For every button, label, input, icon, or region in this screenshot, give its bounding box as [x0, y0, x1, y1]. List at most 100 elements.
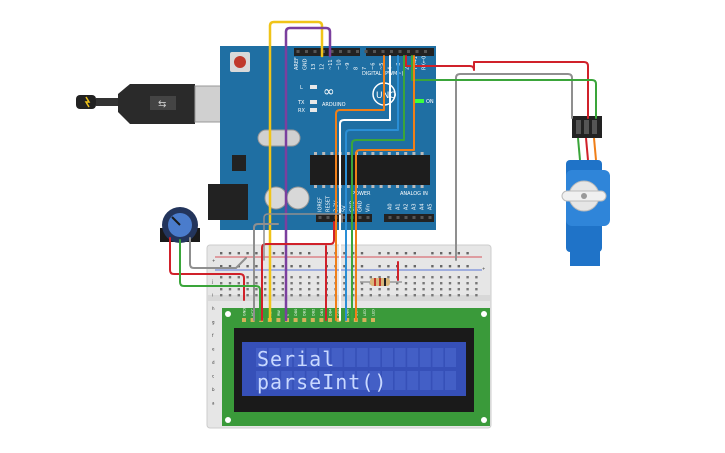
top-pin-label: RX←0 — [422, 56, 428, 70]
analog-label: ANALOG IN — [400, 191, 428, 197]
lcd-line-1: Serial — [257, 347, 335, 371]
wire-gray-servo — [455, 73, 573, 261]
lcd-pin[interactable] — [242, 318, 246, 322]
potentiometer[interactable] — [160, 207, 200, 243]
row-letter: f — [212, 333, 214, 338]
top-pin-label: 8 — [354, 67, 360, 70]
on-label: ON — [426, 99, 434, 105]
svg-text:RX: RX — [298, 108, 305, 114]
lcd-pin-label: GND — [243, 308, 247, 316]
lcd-pin[interactable] — [250, 318, 255, 322]
microcontroller-chip — [310, 155, 430, 185]
lcd-pin[interactable] — [345, 318, 350, 322]
led-tx — [310, 100, 317, 104]
row-letter: h — [212, 306, 215, 311]
wires — [169, 20, 597, 322]
wire-green-lcd — [351, 55, 405, 321]
row-letter: d — [212, 360, 215, 365]
power-label: POWER — [352, 191, 371, 197]
row-letter: b — [212, 387, 215, 392]
lcd-pin[interactable] — [276, 318, 281, 322]
digital-label: DIGITAL (PWM~) — [362, 71, 404, 77]
wire-orange-1 — [335, 55, 385, 321]
row-letter: j — [211, 279, 213, 284]
wire-yellow — [268, 20, 324, 322]
svg-text:+: + — [212, 258, 215, 263]
lcd-pin-label: DB6 — [346, 309, 350, 316]
lcd-pin-label: DB1 — [303, 309, 307, 316]
analog-pin-label: A5 — [428, 203, 434, 210]
svg-text:TX: TX — [297, 100, 305, 106]
wire-red-pot — [169, 237, 245, 301]
top-pin-label: GND — [303, 58, 309, 70]
lcd-pin-label: DB0 — [294, 309, 298, 316]
analog-header — [384, 214, 434, 222]
wire-white-1 — [339, 55, 391, 321]
top-pin-label: ~11 — [328, 59, 334, 70]
lcd-pin[interactable] — [362, 318, 367, 322]
capacitor-1 — [264, 186, 288, 210]
brand-label: ARDUINO — [322, 102, 346, 108]
svg-text:⇆: ⇆ — [158, 99, 166, 110]
resistor[interactable] — [360, 278, 402, 286]
wire-gray-lcd — [253, 223, 279, 321]
lcd-pin[interactable] — [310, 318, 315, 322]
lcd-pin[interactable] — [336, 318, 341, 322]
top-pin-label: 7 — [362, 67, 368, 70]
digital-header-left — [294, 48, 360, 56]
wire-gray-pot — [189, 237, 247, 269]
lcd-pin-label: LED — [363, 309, 367, 316]
top-pin-label: ~6 — [371, 63, 377, 70]
top-pin-label: TX→1 — [413, 56, 419, 71]
analog-pin-label: A0 — [388, 203, 394, 210]
top-pin-label: ~5 — [379, 63, 385, 70]
crystal — [257, 129, 301, 147]
lcd-pin[interactable] — [319, 318, 324, 322]
capacitor-2 — [286, 186, 310, 210]
lcd-pin-label: DB3 — [320, 309, 324, 316]
top-pin-label: 13 — [311, 64, 317, 70]
row-letter: g — [212, 320, 215, 325]
row-letter: a — [212, 401, 215, 406]
lcd-pin[interactable] — [293, 318, 298, 322]
wire-red-servo — [405, 55, 589, 119]
top-pin-label: ~9 — [345, 63, 351, 70]
lcd-pin[interactable] — [302, 318, 307, 322]
wire-blue — [345, 55, 399, 321]
lcd-pin-label: DB4 — [329, 308, 333, 316]
lcd-pin[interactable] — [328, 318, 332, 322]
power-pin-label: IOREF — [318, 197, 324, 212]
lcd-pin-label: DB2 — [311, 309, 315, 316]
analog-pin-label: A3 — [412, 203, 418, 210]
power-jack[interactable] — [208, 184, 248, 220]
svg-text:∞: ∞ — [323, 84, 335, 100]
led-rx — [310, 108, 317, 112]
row-letter: e — [212, 347, 215, 352]
top-pin-label: ~10 — [337, 59, 343, 70]
wire-green-pot — [179, 239, 261, 321]
wire-orange-2 — [355, 55, 415, 321]
analog-pin-label: A2 — [404, 203, 410, 210]
power-pin-label: GND — [358, 200, 364, 212]
wire-gray-gnd — [263, 213, 343, 261]
reset-button[interactable] — [234, 56, 246, 68]
top-pin-label: AREF — [294, 57, 300, 70]
svg-text:L: L — [300, 85, 303, 91]
wire-red-5v — [261, 221, 335, 321]
lcd-pin[interactable] — [371, 318, 375, 322]
lcd-pin-label: LED — [372, 309, 376, 316]
row-letter: c — [212, 374, 214, 379]
svg-text:+: + — [482, 266, 485, 271]
top-pin-label: 2 — [405, 67, 411, 70]
servo-motor[interactable] — [561, 116, 610, 266]
lcd-pin-label: RW — [277, 310, 281, 316]
row-letter: i — [212, 293, 213, 298]
usb-cable[interactable]: ⇆ — [76, 84, 228, 124]
power-pin-label: RESET — [326, 195, 332, 212]
model-label: UNO — [376, 91, 396, 101]
analog-pin-label: A4 — [420, 203, 426, 210]
